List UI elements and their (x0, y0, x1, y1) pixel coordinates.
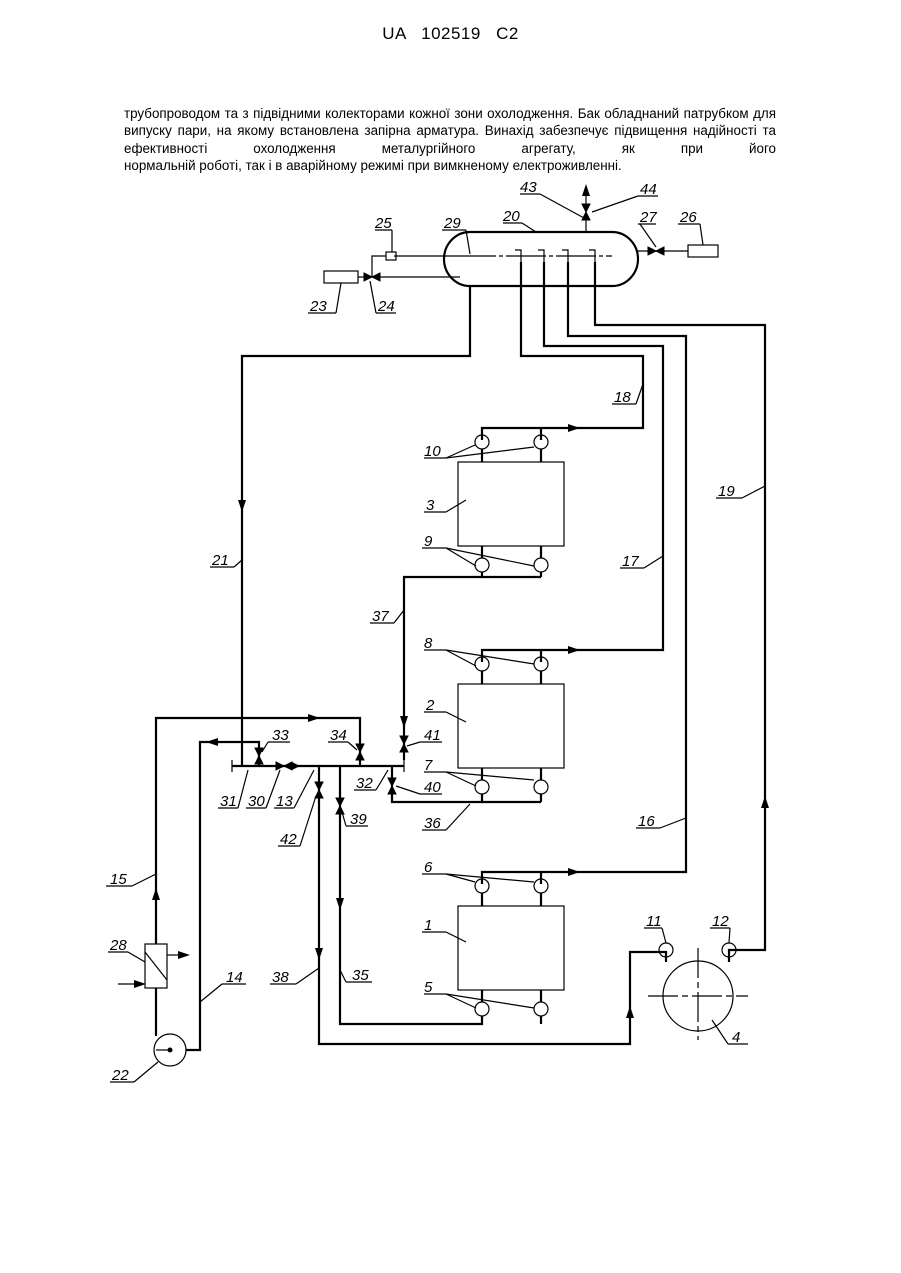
label-31: 31 (220, 793, 237, 810)
label-22: 22 (111, 1067, 129, 1084)
label-44: 44 (640, 181, 657, 198)
collector-9-right (534, 558, 548, 572)
valve-41[interactable] (400, 736, 408, 752)
label-3: 3 (426, 497, 435, 514)
label-38: 38 (272, 969, 289, 986)
label-12: 12 (712, 913, 729, 930)
cooling-zone-1 (458, 906, 564, 990)
arrow-14 (206, 738, 218, 746)
pipe-21 (242, 286, 470, 766)
valve-27[interactable] (648, 247, 664, 255)
arrow-35 (336, 898, 344, 910)
cooling-zone-3 (458, 462, 564, 546)
label-7: 7 (424, 757, 433, 774)
arrow-in (134, 980, 146, 988)
valve-30[interactable] (276, 762, 292, 770)
arrow-38-up (626, 1006, 634, 1018)
collector-5-left (475, 1002, 489, 1016)
pipe-38 (319, 766, 666, 1044)
label-28: 28 (109, 937, 127, 954)
label-8: 8 (424, 635, 433, 652)
device-26 (688, 245, 718, 257)
collector-7-right (534, 780, 548, 794)
valve-42[interactable] (315, 782, 323, 798)
pipe-35 (340, 766, 482, 1024)
arrow-38 (315, 948, 323, 960)
label-34: 34 (330, 727, 347, 744)
label-35: 35 (352, 967, 369, 984)
label-13: 13 (276, 793, 293, 810)
diagram-labels: 1 2 3 4 5 6 7 8 9 10 11 12 13 14 15 16 1… (109, 179, 740, 1084)
label-29: 29 (443, 215, 461, 232)
label-17: 17 (622, 553, 639, 570)
label-11: 11 (646, 913, 662, 930)
label-40: 40 (424, 779, 441, 796)
label-24: 24 (377, 298, 395, 315)
label-23: 23 (309, 298, 327, 315)
label-42: 42 (280, 831, 297, 848)
collector-5-right (534, 1002, 548, 1016)
leader-lines (106, 194, 765, 1082)
collector-7-left (475, 780, 489, 794)
steam-arrow (582, 184, 590, 196)
label-27: 27 (639, 209, 657, 226)
label-4: 4 (732, 1029, 740, 1046)
pipe-14 (186, 742, 259, 1050)
label-18: 18 (614, 389, 631, 406)
label-2: 2 (425, 697, 435, 714)
arrow-out (178, 951, 190, 959)
cooling-zone-2 (458, 684, 564, 768)
exchanger-diagonal (145, 952, 167, 980)
label-39: 39 (350, 811, 367, 828)
label-33: 33 (272, 727, 289, 744)
valve-39[interactable] (336, 798, 344, 814)
label-41: 41 (424, 727, 441, 744)
label-30: 30 (248, 793, 265, 810)
device-23 (324, 271, 358, 283)
label-20: 20 (502, 208, 520, 225)
pipe-18 (482, 262, 643, 440)
label-5: 5 (424, 979, 433, 996)
label-16: 16 (638, 813, 655, 830)
label-1: 1 (424, 917, 432, 934)
valve-40[interactable] (388, 778, 396, 794)
label-19: 19 (718, 483, 735, 500)
label-15: 15 (110, 871, 127, 888)
arrow-19 (761, 796, 769, 808)
label-26: 26 (679, 209, 697, 226)
arrow-17 (568, 646, 580, 654)
arrow-15-up (152, 888, 160, 900)
label-9: 9 (424, 533, 433, 550)
label-32: 32 (356, 775, 373, 792)
label-10: 10 (424, 443, 441, 460)
valve-34[interactable] (356, 744, 364, 760)
pipe-19 (595, 262, 765, 962)
arrow-16 (568, 868, 580, 876)
arrow-18 (568, 424, 580, 432)
tank-20 (444, 232, 638, 286)
arrow-21 (238, 500, 246, 512)
label-36: 36 (424, 815, 441, 832)
label-21: 21 (211, 552, 229, 569)
label-25: 25 (374, 215, 392, 232)
label-6: 6 (424, 859, 433, 876)
pipe-37 (404, 572, 482, 760)
collector-9-left (475, 558, 489, 572)
arrow-37 (400, 716, 408, 728)
valve-33[interactable] (255, 748, 263, 764)
label-43: 43 (520, 179, 537, 196)
arrow-30 (292, 762, 300, 770)
arrow-15 (308, 714, 320, 722)
label-37: 37 (372, 608, 389, 625)
label-14: 14 (226, 969, 243, 986)
